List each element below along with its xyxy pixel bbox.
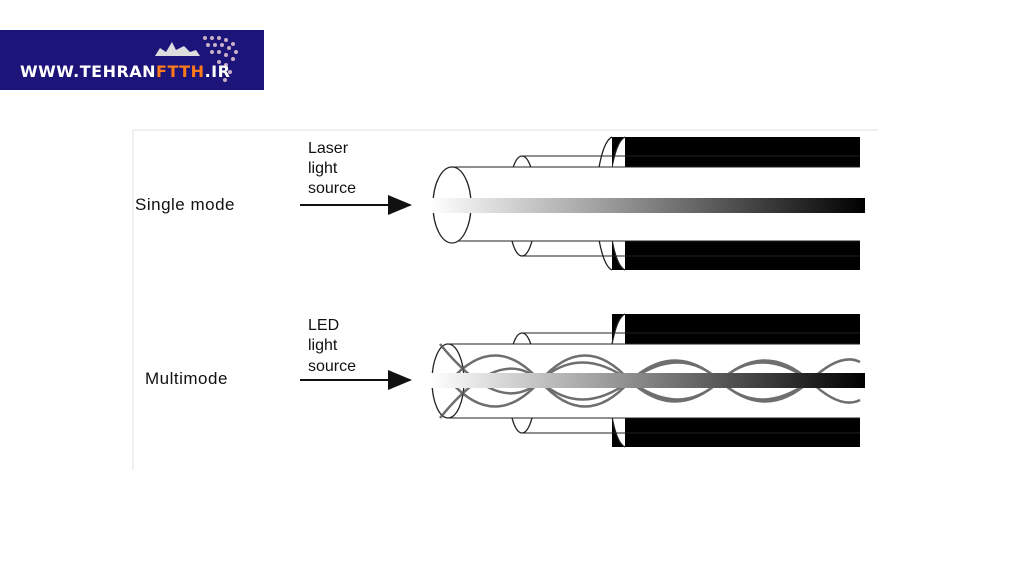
logo-suffix: .IR <box>204 62 231 81</box>
multimode-fiber <box>430 313 865 448</box>
logo-skyline-icon <box>155 36 238 82</box>
led-label-line: light <box>308 337 338 354</box>
laser-label-line: light <box>308 160 338 177</box>
led-label-line: source <box>308 358 356 375</box>
single-mode-light-beam <box>430 198 865 213</box>
logo-prefix: WWW.TEHRAN <box>20 62 157 81</box>
laser-label-line: source <box>308 180 356 197</box>
logo-accent: FTTH <box>156 62 205 81</box>
single-mode-fiber <box>430 136 865 271</box>
site-logo[interactable]: WWW.TEHRANFTTH.IR <box>0 30 264 90</box>
led-label-line: LED <box>308 317 339 334</box>
laser-label-line: Laser <box>308 140 349 157</box>
single-mode-label: Single mode <box>135 195 235 214</box>
multimode-label: Multimode <box>145 369 228 388</box>
multimode-light-beam <box>430 373 865 388</box>
logo-text: WWW.TEHRANFTTH.IR <box>20 62 230 81</box>
